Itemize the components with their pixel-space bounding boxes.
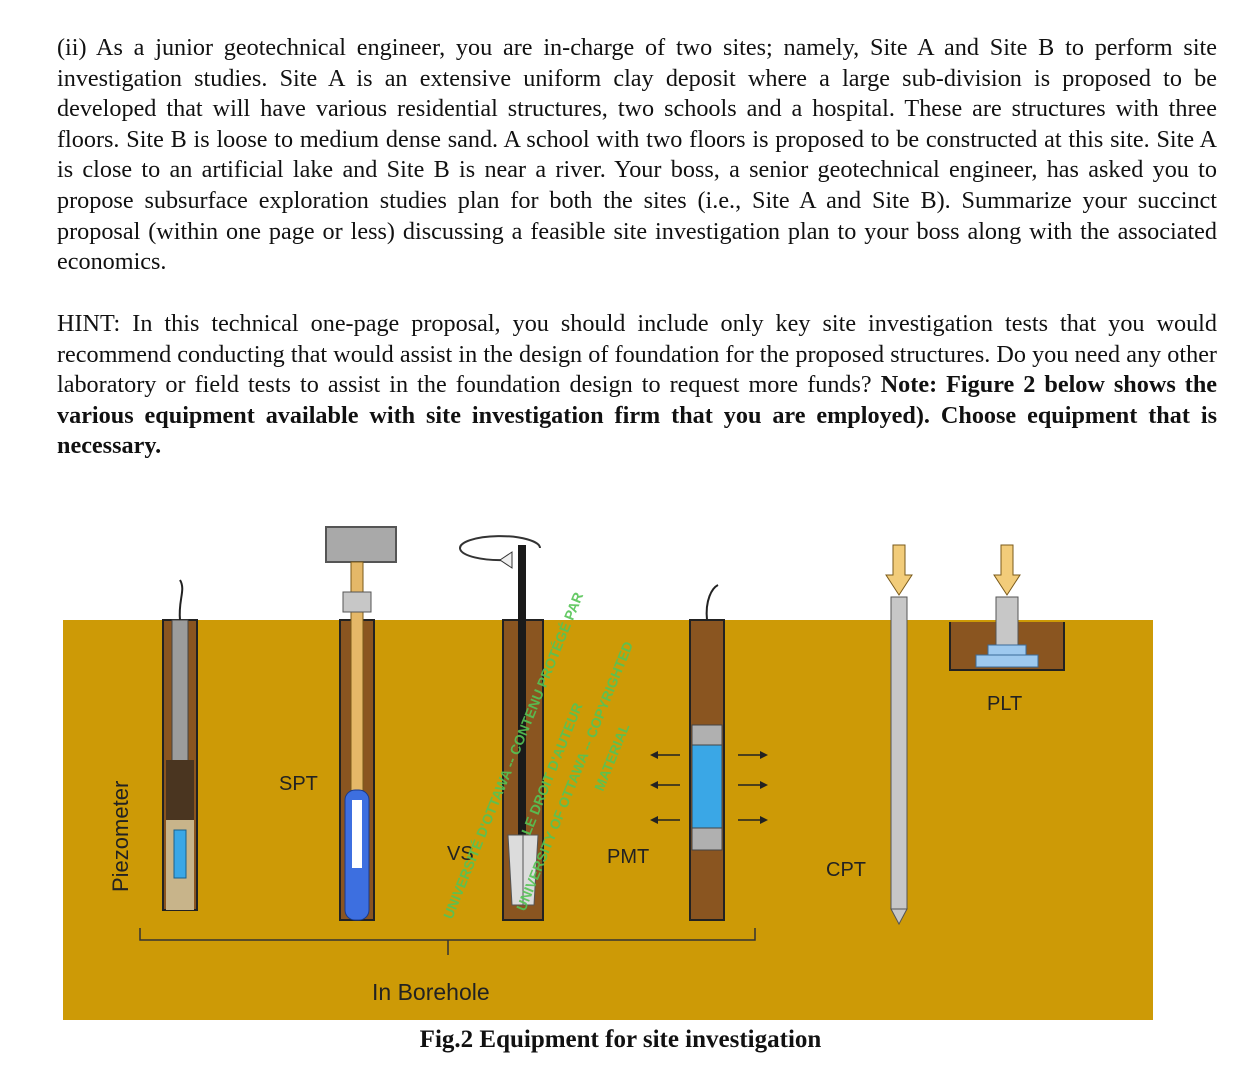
hint-note-bold: Note: Figure 2 below shows the various e… [57, 371, 1218, 460]
hint-text: HINT: In this technical one-page proposa… [57, 310, 1217, 399]
in-borehole-label: In Borehole [372, 979, 490, 1005]
cpt-label: CPT [826, 859, 866, 881]
pmt-label: PMT [607, 846, 649, 868]
pmt-illustration [650, 584, 768, 921]
piezometer-label: Piezometer [108, 781, 133, 892]
spt-illustration [325, 526, 397, 921]
piezometer-illustration [162, 579, 198, 911]
equipment-figure: Piezometer SPT VS PMT CPT PLT In Borehol… [63, 526, 1153, 1020]
figure-caption: Fig.2 Equipment for site investigation [419, 1026, 822, 1053]
in-borehole-bracket [139, 928, 756, 955]
vane-shear-illustration [459, 535, 544, 921]
question-paragraph: (ii) As a junior geotechnical engineer, … [57, 34, 1217, 276]
cpt-illustration [885, 544, 913, 926]
soil-block [63, 620, 1153, 1020]
vs-label: VS [447, 843, 474, 865]
plt-illustration [949, 544, 1065, 671]
hint-paragraph: HINT: In this technical one-page proposa… [57, 309, 1217, 462]
spt-label: SPT [279, 773, 318, 795]
plt-label: PLT [987, 693, 1022, 715]
